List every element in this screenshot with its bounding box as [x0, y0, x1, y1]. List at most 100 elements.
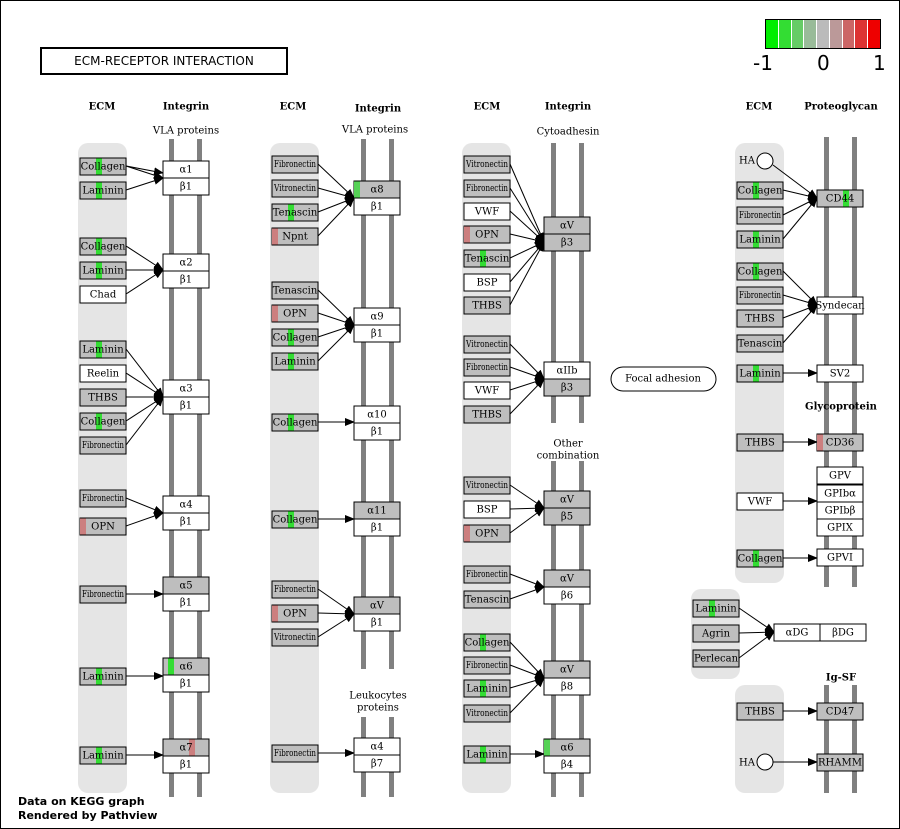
ligand-c3_vwf1[interactable]: VWF	[463, 202, 511, 221]
ligand-c3_bsp1[interactable]: BSP	[463, 273, 511, 292]
receptor-aV4[interactable]: αV	[543, 569, 591, 588]
ligand-c1_opn[interactable]: OPN	[79, 517, 127, 536]
receptor-gpix[interactable]: GPIX	[816, 518, 864, 537]
ligand-c1_laminin3[interactable]: Laminin	[79, 340, 127, 359]
ligand-c3_vitro3[interactable]: Vitronectin	[463, 476, 511, 495]
ligand-c3_tenascin2[interactable]: Tenascin	[463, 590, 511, 609]
receptor-adg[interactable]: αDG	[773, 623, 821, 642]
receptor-sv2[interactable]: SV2	[816, 364, 864, 383]
receptor-a1[interactable]: α1	[162, 160, 210, 179]
receptor-a6b[interactable]: α6	[543, 738, 591, 757]
receptor-a10[interactable]: α10	[353, 405, 401, 424]
receptor-a4b[interactable]: α4	[353, 737, 401, 756]
receptor-aIIb[interactable]: αIIb	[543, 361, 591, 380]
receptor-b3_2[interactable]: β3	[543, 378, 591, 397]
receptor-b8[interactable]: β8	[543, 677, 591, 696]
receptor-gpvi[interactable]: GPVI	[816, 548, 864, 567]
receptor-a2[interactable]: α2	[162, 253, 210, 272]
ligand-c2_fibro3[interactable]: Fibronectin	[271, 744, 319, 763]
ligand-c3_tenascin1[interactable]: Tenascin	[463, 249, 511, 268]
ligand-c3_thbs2[interactable]: THBS	[463, 405, 511, 424]
receptor-b5[interactable]: β5	[543, 507, 591, 526]
ligand-c1_fibro1[interactable]: Fibronectin	[79, 436, 127, 455]
receptor-a4[interactable]: α4	[162, 495, 210, 514]
ligand-c3_thbs1[interactable]: THBS	[463, 296, 511, 315]
receptor-b1_10[interactable]: β1	[353, 422, 401, 441]
ligand-c1_laminin2[interactable]: Laminin	[79, 261, 127, 280]
ligand-c3_fibro4[interactable]: Fibronectin	[463, 656, 511, 675]
ligand-c3_laminin1[interactable]: Laminin	[463, 679, 511, 698]
ligand-c1_laminin4[interactable]: Laminin	[79, 667, 127, 686]
ligand-c2_vitro2[interactable]: Vitronectin	[271, 628, 319, 647]
ligand-c3_vitro1[interactable]: Vitronectin	[463, 155, 511, 174]
ligand-c4_ha1[interactable]: HA	[739, 152, 774, 170]
ligand-c2_collagen2[interactable]: Collagen	[271, 413, 319, 432]
ligand-c4_ha2[interactable]: HA	[739, 753, 774, 771]
ligand-c4_perlecan[interactable]: Perlecan	[692, 649, 740, 668]
ligand-c4_vwf[interactable]: VWF	[736, 492, 784, 511]
ligand-c2_opn1[interactable]: OPN	[271, 304, 319, 323]
receptor-b1_2[interactable]: β1	[162, 270, 210, 289]
receptor-b6[interactable]: β6	[543, 586, 591, 605]
ligand-c3_vwf2[interactable]: VWF	[463, 381, 511, 400]
receptor-b3_1[interactable]: β3	[543, 233, 591, 252]
ligand-c4_collagen1[interactable]: Collagen	[736, 181, 784, 200]
ligand-c4_fibro2[interactable]: Fibronectin	[736, 286, 784, 305]
receptor-b1_1[interactable]: β1	[162, 177, 210, 196]
receptor-a11[interactable]: α11	[353, 501, 401, 520]
receptor-b1_9[interactable]: β1	[353, 324, 401, 343]
receptor-b1_11[interactable]: β1	[353, 518, 401, 537]
ligand-c4_agrin[interactable]: Agrin	[692, 624, 740, 643]
ligand-c1_fibro3[interactable]: Fibronectin	[79, 585, 127, 604]
focal-adhesion-link[interactable]: Focal adhesion	[610, 366, 717, 392]
ligand-c1_chad[interactable]: Chad	[79, 285, 127, 304]
ligand-c4_laminin3[interactable]: Laminin	[692, 599, 740, 618]
receptor-aV3[interactable]: αV	[543, 490, 591, 509]
ligand-c1_fibro2[interactable]: Fibronectin	[79, 489, 127, 508]
receptor-gpv[interactable]: GPV	[816, 466, 864, 485]
ligand-c2_tenascin1[interactable]: Tenascin	[271, 203, 319, 222]
ligand-c2_collagen3[interactable]: Collagen	[271, 510, 319, 529]
ligand-c3_laminin2[interactable]: Laminin	[463, 745, 511, 764]
receptor-a8[interactable]: α8	[353, 180, 401, 199]
ligand-c2_laminin1[interactable]: Laminin	[271, 352, 319, 371]
ligand-c1_thbs[interactable]: THBS	[79, 388, 127, 407]
ligand-c3_vitro4[interactable]: Vitronectin	[463, 704, 511, 723]
ligand-c4_collagen3[interactable]: Collagen	[736, 549, 784, 568]
receptor-cd44[interactable]: CD44	[816, 189, 864, 208]
ligand-c1_collagen3[interactable]: Collagen	[79, 412, 127, 431]
ligand-c1_laminin5[interactable]: Laminin	[79, 746, 127, 765]
receptor-aV1[interactable]: αV	[353, 596, 401, 615]
receptor-cd36[interactable]: CD36	[816, 433, 864, 452]
receptor-b4[interactable]: β4	[543, 755, 591, 774]
ligand-c3_fibro1[interactable]: Fibronectin	[463, 179, 511, 198]
receptor-b1_6[interactable]: β1	[162, 674, 210, 693]
receptor-b1_5[interactable]: β1	[162, 593, 210, 612]
receptor-gpiba[interactable]: GPIbα	[816, 484, 864, 503]
receptor-a3[interactable]: α3	[162, 379, 210, 398]
receptor-a9[interactable]: α9	[353, 307, 401, 326]
ligand-c4_tenascin[interactable]: Tenascin	[736, 334, 784, 353]
ligand-c3_opn2[interactable]: OPN	[463, 524, 511, 543]
ligand-c4_fibro1[interactable]: Fibronectin	[736, 206, 784, 225]
receptor-gpibb[interactable]: GPIbβ	[816, 501, 864, 520]
ligand-c1_reelin[interactable]: Reelin	[79, 364, 127, 383]
receptor-syndecan[interactable]: Syndecan	[815, 296, 865, 315]
receptor-b1_7[interactable]: β1	[162, 755, 210, 774]
ligand-c2_opn2[interactable]: OPN	[271, 604, 319, 623]
ligand-c2_npnt[interactable]: Npnt	[271, 227, 319, 246]
ligand-c1_laminin1[interactable]: Laminin	[79, 181, 127, 200]
ligand-c4_collagen2[interactable]: Collagen	[736, 262, 784, 281]
ligand-c4_laminin1[interactable]: Laminin	[736, 230, 784, 249]
receptor-b1_8[interactable]: β1	[353, 197, 401, 216]
ligand-c3_opn1[interactable]: OPN	[463, 225, 511, 244]
ligand-c4_thbs1[interactable]: THBS	[736, 309, 784, 328]
ligand-c2_vitro1[interactable]: Vitronectin	[271, 179, 319, 198]
ligand-c2_fibro1[interactable]: Fibronectin	[271, 155, 319, 174]
receptor-b7[interactable]: β7	[353, 754, 401, 773]
ligand-c3_collagen[interactable]: Collagen	[463, 633, 511, 652]
receptor-b1_12[interactable]: β1	[353, 613, 401, 632]
receptor-b1_3[interactable]: β1	[162, 396, 210, 415]
receptor-bdg[interactable]: βDG	[819, 623, 867, 642]
ligand-c3_bsp2[interactable]: BSP	[463, 500, 511, 519]
